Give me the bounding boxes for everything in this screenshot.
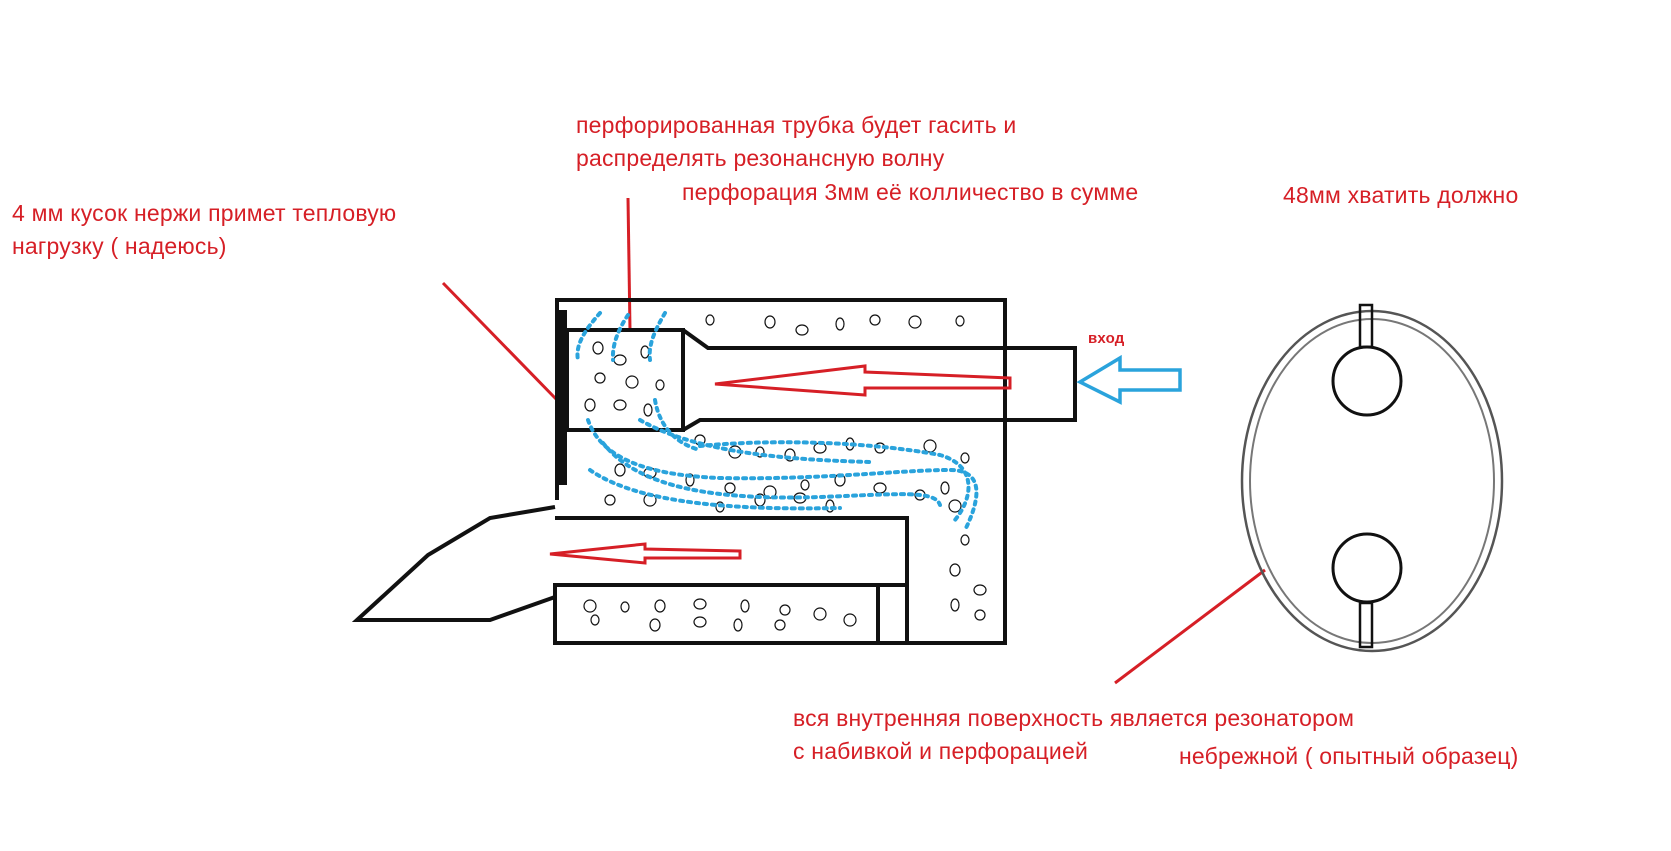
packing-circle <box>940 481 950 495</box>
packing-circle <box>614 463 626 477</box>
muffler-body <box>553 298 1077 645</box>
packing-circle <box>733 618 743 632</box>
annotation-surface-line1: вся внутренняя поверхность является резо… <box>793 705 1355 731</box>
annotation-steel-line2: нагрузку ( надеюсь) <box>12 233 227 259</box>
packing-circle <box>950 598 960 612</box>
packing-circle <box>974 609 986 621</box>
packing-circle <box>655 379 665 391</box>
packing-circle <box>584 398 596 412</box>
outlet-tip <box>351 505 556 622</box>
packing-circle <box>813 607 827 621</box>
annotation-tube-line1: перфорированная трубка будет гасить и <box>576 112 1017 138</box>
packing-circle <box>724 482 736 494</box>
packing-circle <box>843 613 857 627</box>
packing-circle <box>908 315 922 329</box>
packing-circle <box>795 324 809 336</box>
annotation-inlet: вход <box>1088 330 1125 347</box>
annotation-surface: вся внутренняя поверхность является резо… <box>793 702 1354 768</box>
packing-circle <box>649 618 661 632</box>
arrow-left-icon <box>549 542 742 565</box>
packing-circle <box>693 616 707 628</box>
packing-circle <box>949 563 961 577</box>
packing-circle <box>620 601 630 613</box>
packing-circle <box>654 599 666 613</box>
packing-circle <box>583 599 597 613</box>
annotation-sloppy: небрежной ( опытный образец) <box>1179 743 1519 769</box>
packing-circle <box>755 446 765 458</box>
gas-flow-swirls <box>575 311 979 532</box>
leader-line-surface <box>1114 568 1266 685</box>
packing-circle <box>825 499 835 513</box>
annotation-perforated-tube: перфорированная трубка будет гасить и ра… <box>576 109 1016 175</box>
packing-circle <box>613 399 627 411</box>
packing-circle <box>590 614 600 626</box>
leader-line-tube <box>626 197 632 331</box>
packing-circle <box>604 494 616 506</box>
arrow-left-icon <box>714 364 1012 397</box>
annotation-enough: 48мм хватить должно <box>1283 182 1519 208</box>
packing-circle <box>705 314 715 326</box>
packing-circle <box>740 599 750 613</box>
annotation-steel-plate: 4 мм кусок нержи примет тепловую нагрузк… <box>12 197 396 263</box>
annotation-surface-line2: с набивкой и перфорацией <box>793 738 1089 764</box>
packing-circle <box>873 482 887 494</box>
packing-circle <box>625 375 639 389</box>
packing-circle <box>763 485 777 499</box>
annotation-tube-line2: распределять резонансную волну <box>576 145 945 171</box>
hollow-arrow-left-icon <box>1076 354 1182 405</box>
packing-circle <box>960 452 970 464</box>
packing-circle <box>774 619 786 631</box>
annotation-perforation: перфорация 3мм её колличество в сумме <box>682 179 1139 205</box>
packing-circle <box>869 314 881 326</box>
packing-circle <box>973 584 987 596</box>
packing-circle <box>800 479 810 491</box>
packing-circle <box>592 341 604 355</box>
packing-circle <box>835 317 845 331</box>
cross-section-view <box>1240 303 1504 653</box>
packing-circle <box>594 372 606 384</box>
packing-circle <box>693 598 707 610</box>
packing-circle <box>955 315 965 327</box>
outlet-end-block <box>876 583 909 645</box>
packing-circle <box>779 604 791 616</box>
leader-line-steel <box>441 281 559 402</box>
packing-circle <box>613 354 627 366</box>
packing-circle <box>764 315 776 329</box>
steel-plate <box>557 310 567 485</box>
packing-circle <box>960 534 970 546</box>
packing-circle <box>784 448 796 462</box>
packing-circle <box>643 403 653 417</box>
annotation-steel-line1: 4 мм кусок нержи примет тепловую <box>12 200 397 226</box>
packing-circle <box>923 439 937 453</box>
packing-circle <box>948 499 962 513</box>
